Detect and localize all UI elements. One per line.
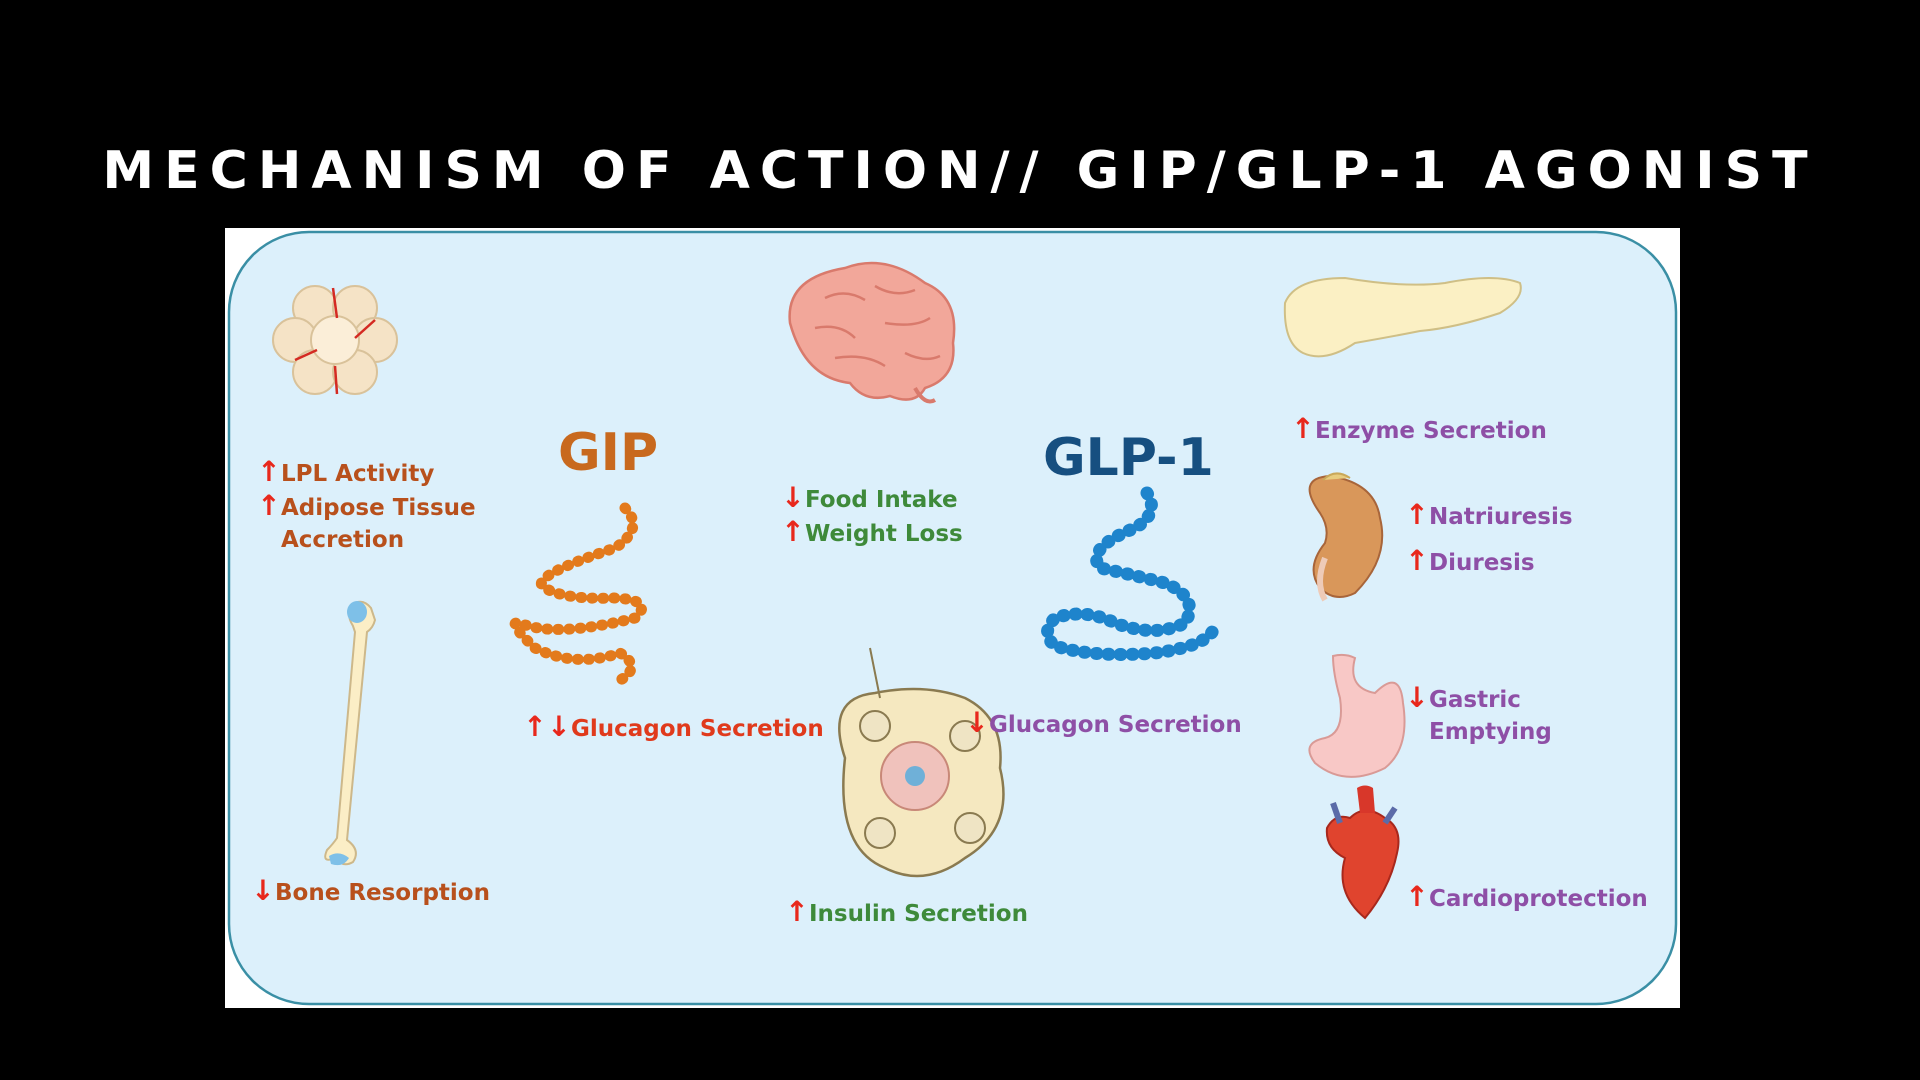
down-arrow-icon: ↓ [251,874,275,907]
emptying-label: Emptying [1429,719,1552,745]
pancreas-icon [1283,276,1522,358]
down-arrow-icon: ↓ [547,710,571,743]
stomach-icon [1308,653,1406,778]
cardioprotection-label: ↑Cardioprotection [1405,880,1648,913]
adipose-tissue-label: ↑Adipose Tissue [257,489,476,522]
glp1-peptide-icon [1041,486,1222,661]
accretion-label: Accretion [281,527,405,553]
islet-icon [838,647,1005,878]
weight-loss-label: ↑Weight Loss [781,515,963,548]
natriuresis-label: ↑Natriuresis [1405,498,1573,531]
brain-icon [788,261,956,404]
down-arrow-icon: ↓ [965,706,989,739]
heart-icon [1325,785,1400,920]
gip-glucagon-label: ↑↓Glucagon Secretion [523,710,824,743]
up-arrow-icon: ↑ [1291,412,1315,445]
insulin-secretion-label: ↑Insulin Secretion [785,895,1028,928]
diagram-artwork [227,230,1678,1006]
glp1-label: GLP-1 [1043,428,1214,488]
diagram-panel: GIP GLP-1 ↑LPL Activity ↑Adipose Tissue … [225,228,1680,1008]
up-arrow-icon: ↑ [523,710,547,743]
up-arrow-icon: ↑ [257,489,281,522]
food-intake-label: ↓Food Intake [781,481,958,514]
glp1-glucagon-label: ↓Glucagon Secretion [965,706,1242,739]
up-arrow-icon: ↑ [1405,544,1429,577]
down-arrow-icon: ↓ [1405,681,1429,714]
up-arrow-icon: ↑ [257,455,281,488]
bone-resorption-label: ↓Bone Resorption [251,874,490,907]
up-arrow-icon: ↑ [785,895,809,928]
up-arrow-icon: ↑ [1405,498,1429,531]
bone-icon [324,600,377,866]
adipose-icon [272,285,398,395]
gastric-label: ↓Gastric [1405,681,1521,714]
diuresis-label: ↑Diuresis [1405,544,1535,577]
up-arrow-icon: ↑ [781,515,805,548]
down-arrow-icon: ↓ [781,481,805,514]
lpl-activity-label: ↑LPL Activity [257,455,435,488]
up-arrow-icon: ↑ [1405,880,1429,913]
gip-peptide-icon [509,502,648,689]
gip-label: GIP [558,423,659,483]
kidney-icon [1308,472,1384,602]
slide-title: MECHANISM OF ACTION// GIP/GLP-1 AGONIST [102,141,1818,201]
enzyme-secretion-label: ↑Enzyme Secretion [1291,412,1547,445]
